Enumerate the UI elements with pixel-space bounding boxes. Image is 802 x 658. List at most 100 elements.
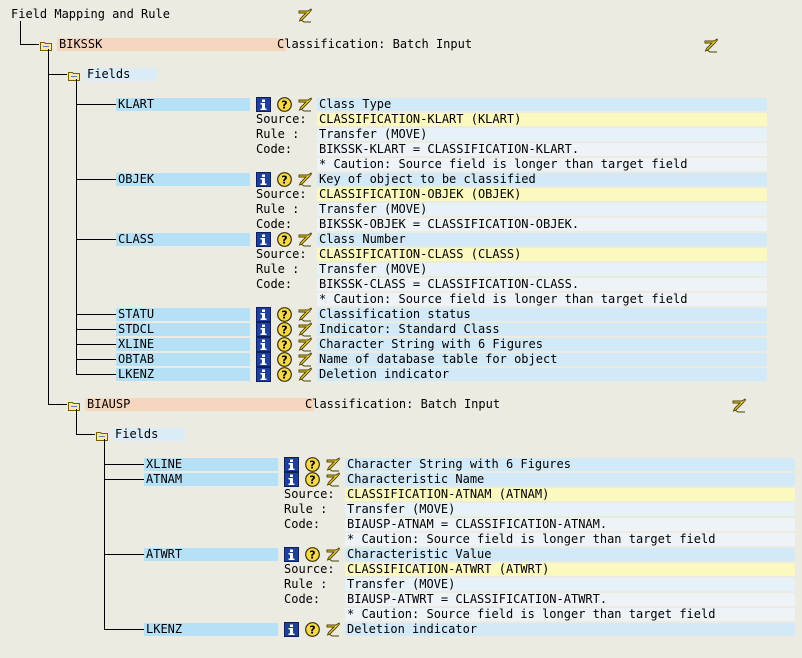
svg-text:?: ? bbox=[281, 174, 287, 187]
tree-connector bbox=[76, 409, 77, 434]
fields-node[interactable]: Fields bbox=[85, 68, 157, 81]
field-name[interactable]: KLART bbox=[116, 98, 250, 111]
info-icon[interactable] bbox=[256, 337, 271, 352]
tree-connector bbox=[48, 74, 67, 75]
info-icon[interactable] bbox=[256, 367, 271, 382]
field-description: Characteristic Value bbox=[345, 548, 795, 561]
code-label: Code: bbox=[284, 592, 321, 606]
code-value: BIAUSP-ATNAM = CLASSIFICATION-ATNAM. bbox=[345, 518, 795, 531]
source-label: Source: bbox=[284, 487, 335, 501]
field-name[interactable]: CLASS bbox=[116, 233, 250, 246]
tree-connector bbox=[76, 434, 95, 435]
source-label: Source: bbox=[256, 112, 307, 126]
source-value: CLASSIFICATION-OBJEK (OBJEK) bbox=[317, 188, 767, 201]
pencil-icon[interactable] bbox=[326, 622, 341, 637]
info-icon[interactable] bbox=[256, 97, 271, 112]
help-icon[interactable]: ? bbox=[305, 622, 320, 637]
info-icon[interactable] bbox=[284, 472, 299, 487]
field-name[interactable]: XLINE bbox=[144, 458, 278, 471]
tree-connector bbox=[20, 44, 39, 45]
field-name[interactable]: LKENZ bbox=[116, 368, 250, 381]
help-icon[interactable]: ? bbox=[277, 352, 292, 367]
help-icon[interactable]: ? bbox=[277, 307, 292, 322]
help-icon[interactable]: ? bbox=[277, 97, 292, 112]
field-description: Key of object to be classified bbox=[317, 173, 767, 186]
help-icon[interactable]: ? bbox=[305, 472, 320, 487]
caution-note: * Caution: Source field is longer than t… bbox=[345, 608, 795, 621]
pencil-icon[interactable] bbox=[298, 337, 313, 352]
folder-icon bbox=[40, 40, 52, 51]
info-icon[interactable] bbox=[284, 457, 299, 472]
field-name[interactable]: XLINE bbox=[116, 338, 250, 351]
group-node[interactable]: BIKSSK bbox=[57, 38, 286, 51]
tree-connector bbox=[48, 49, 49, 405]
info-icon[interactable] bbox=[256, 322, 271, 337]
caution-note: * Caution: Source field is longer than t… bbox=[345, 533, 795, 546]
help-icon[interactable]: ? bbox=[277, 322, 292, 337]
caution-note: * Caution: Source field is longer than t… bbox=[317, 293, 767, 306]
svg-text:?: ? bbox=[281, 339, 287, 352]
help-icon[interactable]: ? bbox=[305, 457, 320, 472]
source-value: CLASSIFICATION-KLART (KLART) bbox=[317, 113, 767, 126]
info-icon[interactable] bbox=[284, 547, 299, 562]
help-icon[interactable]: ? bbox=[305, 547, 320, 562]
code-value: BIKSSK-OBJEK = CLASSIFICATION-OBJEK. bbox=[317, 218, 767, 231]
pencil-icon[interactable] bbox=[326, 472, 341, 487]
svg-text:?: ? bbox=[281, 354, 287, 367]
info-icon[interactable] bbox=[256, 172, 271, 187]
pencil-icon[interactable] bbox=[298, 367, 313, 382]
field-name[interactable]: ATNAM bbox=[144, 473, 278, 486]
field-description: Class Type bbox=[317, 98, 767, 111]
rule-label: Rule : bbox=[256, 262, 300, 276]
tree-connector bbox=[20, 21, 21, 45]
folder-icon bbox=[68, 70, 80, 81]
help-icon[interactable]: ? bbox=[277, 172, 292, 187]
field-name[interactable]: STATU bbox=[116, 308, 250, 321]
help-icon[interactable]: ? bbox=[277, 367, 292, 382]
tree-connector bbox=[104, 554, 144, 555]
tree-connector bbox=[76, 314, 116, 315]
rule-value: Transfer (MOVE) bbox=[317, 203, 767, 216]
svg-text:?: ? bbox=[309, 549, 315, 562]
field-name[interactable]: OBTAB bbox=[116, 353, 250, 366]
tree-connector bbox=[76, 179, 116, 180]
code-value: BIKSSK-KLART = CLASSIFICATION-KLART. bbox=[317, 143, 767, 156]
info-icon[interactable] bbox=[284, 622, 299, 637]
pencil-icon[interactable] bbox=[326, 547, 341, 562]
fields-node[interactable]: Fields bbox=[113, 428, 185, 441]
source-value: CLASSIFICATION-ATWRT (ATWRT) bbox=[345, 563, 795, 576]
rule-label: Rule : bbox=[256, 127, 300, 141]
group-node[interactable]: BIAUSP bbox=[85, 398, 314, 411]
pencil-icon[interactable] bbox=[298, 172, 313, 187]
field-name[interactable]: ATWRT bbox=[144, 548, 278, 561]
pencil-icon[interactable] bbox=[298, 97, 313, 112]
help-icon[interactable]: ? bbox=[277, 337, 292, 352]
tree-connector bbox=[104, 479, 144, 480]
info-icon[interactable] bbox=[256, 232, 271, 247]
tree-connector bbox=[76, 344, 116, 345]
field-name[interactable]: STDCL bbox=[116, 323, 250, 336]
pencil-icon[interactable] bbox=[298, 307, 313, 322]
page-title: Field Mapping and Rule bbox=[11, 7, 170, 21]
pencil-icon[interactable] bbox=[732, 398, 747, 413]
svg-text:?: ? bbox=[281, 99, 287, 112]
pencil-icon[interactable] bbox=[704, 38, 719, 53]
info-icon[interactable] bbox=[256, 352, 271, 367]
pencil-icon[interactable] bbox=[298, 352, 313, 367]
svg-text:?: ? bbox=[309, 459, 315, 472]
svg-text:?: ? bbox=[281, 234, 287, 247]
rule-label: Rule : bbox=[284, 502, 328, 516]
pencil-icon[interactable] bbox=[298, 8, 313, 23]
info-icon[interactable] bbox=[256, 307, 271, 322]
pencil-icon[interactable] bbox=[298, 322, 313, 337]
pencil-icon[interactable] bbox=[298, 232, 313, 247]
pencil-icon[interactable] bbox=[326, 457, 341, 472]
field-name[interactable]: OBJEK bbox=[116, 173, 250, 186]
field-name[interactable]: LKENZ bbox=[144, 623, 278, 636]
help-icon[interactable]: ? bbox=[277, 232, 292, 247]
source-value: CLASSIFICATION-CLASS (CLASS) bbox=[317, 248, 767, 261]
tree-connector bbox=[76, 239, 116, 240]
code-label: Code: bbox=[284, 517, 321, 531]
group-description: Classification: Batch Input bbox=[305, 397, 501, 411]
field-description: Character String with 6 Figures bbox=[317, 338, 767, 351]
